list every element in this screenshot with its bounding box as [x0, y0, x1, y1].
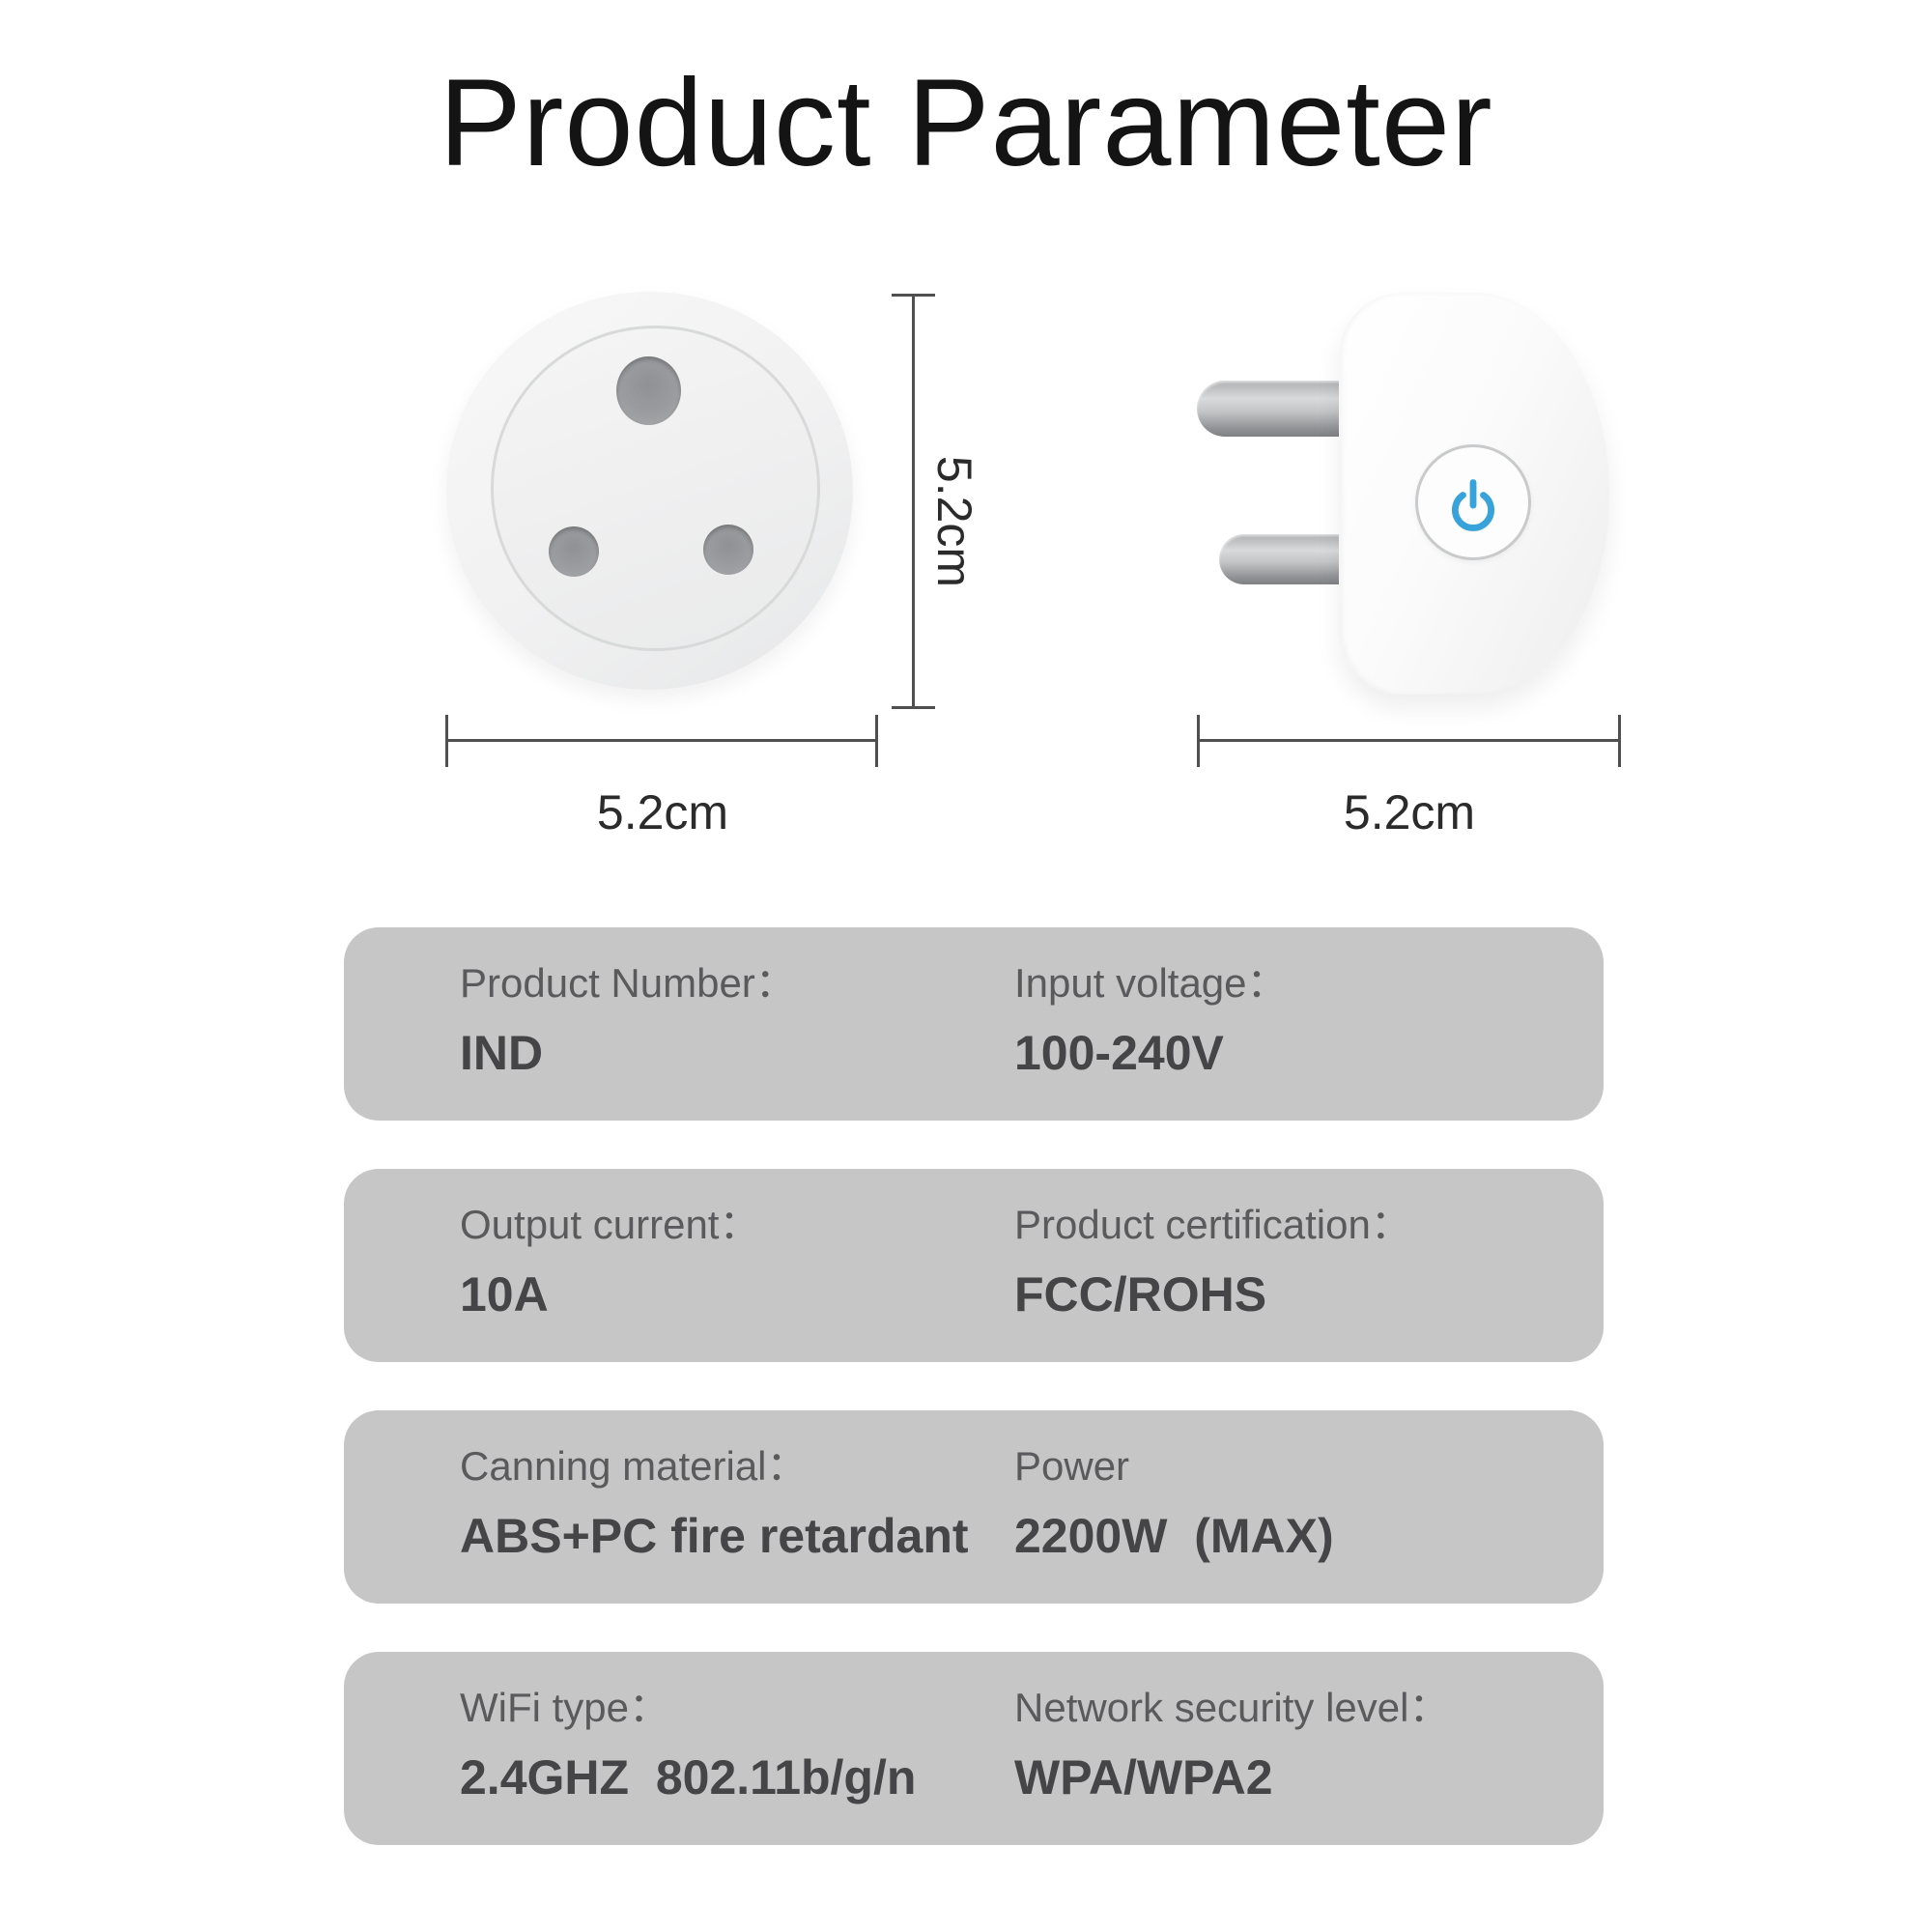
plug-pin-bottom [1219, 534, 1345, 584]
spec-value: WPA/WPA2 [1014, 1750, 1273, 1804]
side-width-dimension-label: 5.2cm [1343, 785, 1476, 839]
spec-row-3: Canning material： ABS+PC fire retardant … [344, 1410, 1604, 1604]
spec-product-certification: Product certification： FCC/ROHS [1014, 1198, 1411, 1323]
spec-canning-material: Canning material： ABS+PC fire retardant [460, 1439, 969, 1565]
spec-label: Power [1014, 1443, 1130, 1489]
spec-input-voltage: Input voltage： 100-240V [1014, 956, 1288, 1082]
spec-value: 100-240V [1014, 1026, 1224, 1080]
spec-power: Power 2200W (MAX) [1014, 1439, 1334, 1565]
pin-hole-bottom-left [549, 526, 599, 577]
page-title: Product Parameter [439, 54, 1493, 192]
front-width-tick-left [445, 715, 448, 767]
height-dimension-line [912, 296, 915, 708]
spec-network-security-level: Network security level： WPA/WPA2 [1014, 1681, 1449, 1806]
spec-value: 2200W (MAX) [1014, 1509, 1334, 1563]
spec-value: ABS+PC fire retardant [460, 1509, 969, 1563]
side-width-tick-right [1618, 715, 1621, 767]
height-dimension-tick-top [892, 294, 935, 297]
spec-label: Product Number： [460, 960, 796, 1006]
plug-pin-top [1197, 381, 1344, 437]
spec-value: IND [460, 1026, 544, 1080]
spec-row-4: WiFi type： 2.4GHZ 802.11b/g/n Network se… [344, 1652, 1604, 1845]
power-button [1415, 444, 1531, 560]
spec-label: Output current： [460, 1202, 760, 1247]
spec-label: Product certification： [1014, 1202, 1411, 1247]
side-width-tick-left [1197, 715, 1200, 767]
spec-label: Network security level： [1014, 1685, 1450, 1730]
front-width-dimension-label: 5.2cm [596, 785, 729, 839]
pin-hole-top [616, 356, 681, 425]
spec-label: WiFi type： [460, 1685, 670, 1730]
side-width-dimension-line [1199, 739, 1621, 742]
spec-value: 2.4GHZ 802.11b/g/n [460, 1750, 917, 1804]
spec-value: FCC/ROHS [1014, 1267, 1267, 1321]
spec-label: Input voltage： [1014, 960, 1288, 1006]
height-dimension-tick-bottom [892, 706, 935, 709]
spec-row-1: Product Number： IND Input voltage： 100-2… [344, 927, 1604, 1121]
front-width-tick-right [875, 715, 878, 767]
front-width-dimension-line [447, 739, 878, 742]
spec-product-number: Product Number： IND [460, 956, 796, 1082]
spec-value: 10A [460, 1267, 549, 1321]
height-dimension-label: 5.2cm [927, 455, 981, 588]
spec-wifi-type: WiFi type： 2.4GHZ 802.11b/g/n [460, 1681, 916, 1806]
spec-row-2: Output current： 10A Product certificatio… [344, 1169, 1604, 1362]
pin-hole-bottom-right [703, 525, 753, 575]
power-icon [1443, 472, 1503, 532]
spec-output-current: Output current： 10A [460, 1198, 759, 1323]
spec-label: Canning material： [460, 1443, 808, 1489]
